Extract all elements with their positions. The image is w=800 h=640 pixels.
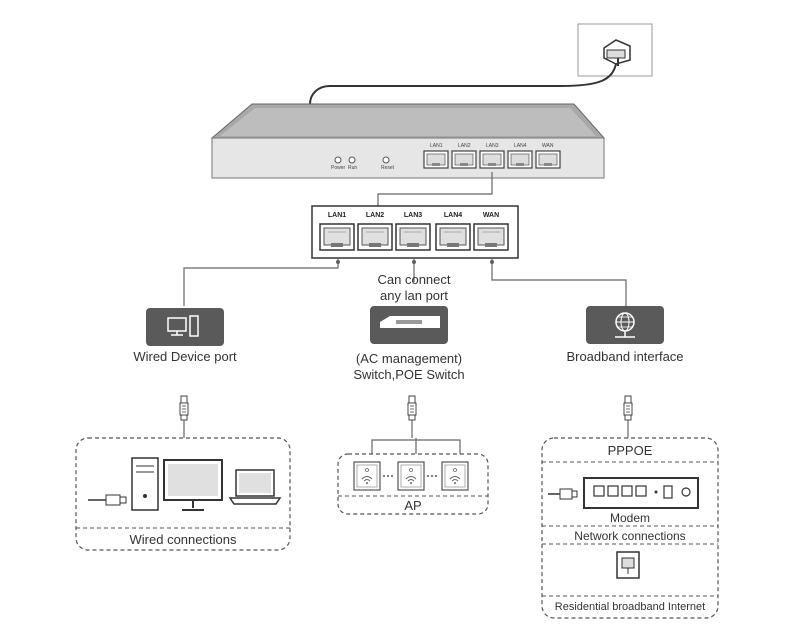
panel-port-label-wan: WAN [482, 212, 500, 219]
panel-port-label-lan3: LAN3 [403, 212, 423, 219]
wall-jack-icon [616, 551, 640, 579]
panel-port-label-lan2: LAN2 [365, 212, 385, 219]
globe-icon [586, 306, 664, 344]
ap-ellipsis [383, 475, 437, 477]
wired-plug-icon [179, 395, 189, 421]
broadband-box [541, 437, 719, 619]
branch-lines [183, 258, 627, 306]
switch-icon [370, 306, 448, 344]
residential-broadband-label: Residential broadband Internet [554, 601, 706, 613]
modem-cable-icon [548, 488, 578, 500]
router-port-label-lan4: LAN4 [514, 143, 527, 149]
ethernet-cable-icon [88, 494, 127, 506]
port-panel [311, 205, 519, 259]
pppoe-label: PPPOE [607, 443, 653, 458]
note-line-1: Can connect [377, 272, 451, 287]
wired-device-label: Wired Device port [133, 349, 237, 364]
switch-label-line-1: (AC management) [355, 351, 463, 366]
monitor-icon [163, 459, 223, 511]
laptop-icon [228, 469, 282, 505]
pc-tower-icon [131, 457, 159, 511]
panel-port-label-lan4: LAN4 [443, 212, 463, 219]
wired-device-icon [146, 308, 224, 346]
led-label-reset: Reset [381, 165, 395, 171]
ap-unit-icon [353, 461, 381, 491]
led-label-run: Run [348, 165, 358, 171]
ap-box [337, 453, 489, 515]
router-port-label-lan3: LAN3 [486, 143, 499, 149]
ap-unit-icon [397, 461, 425, 491]
modem-icon [583, 477, 699, 509]
broadband-label: Broadband interface [566, 349, 684, 364]
note-line-2: any lan port [380, 288, 448, 303]
broadband-plug-icon [623, 395, 633, 421]
ap-label: AP [404, 498, 422, 513]
router-to-panel-line [377, 172, 493, 206]
led-label-power: Power [331, 165, 346, 171]
router-port-label-lan2: LAN2 [458, 143, 471, 149]
router-port-label-wan: WAN [542, 143, 554, 149]
ap-branch-lines [371, 438, 461, 454]
network-connections-label: Network connections [574, 529, 686, 543]
panel-port-label-lan1: LAN1 [327, 212, 347, 219]
power-cable [309, 63, 617, 105]
switch-plug-icon [407, 395, 417, 421]
router-port-label-lan1: LAN1 [430, 143, 443, 149]
wired-connections-box [75, 437, 291, 551]
wired-connections-label: Wired connections [129, 532, 237, 547]
switch-label-line-2: Switch,POE Switch [353, 367, 465, 382]
modem-label: Modem [609, 511, 650, 525]
router-device [210, 103, 606, 179]
ap-unit-icon [441, 461, 469, 491]
